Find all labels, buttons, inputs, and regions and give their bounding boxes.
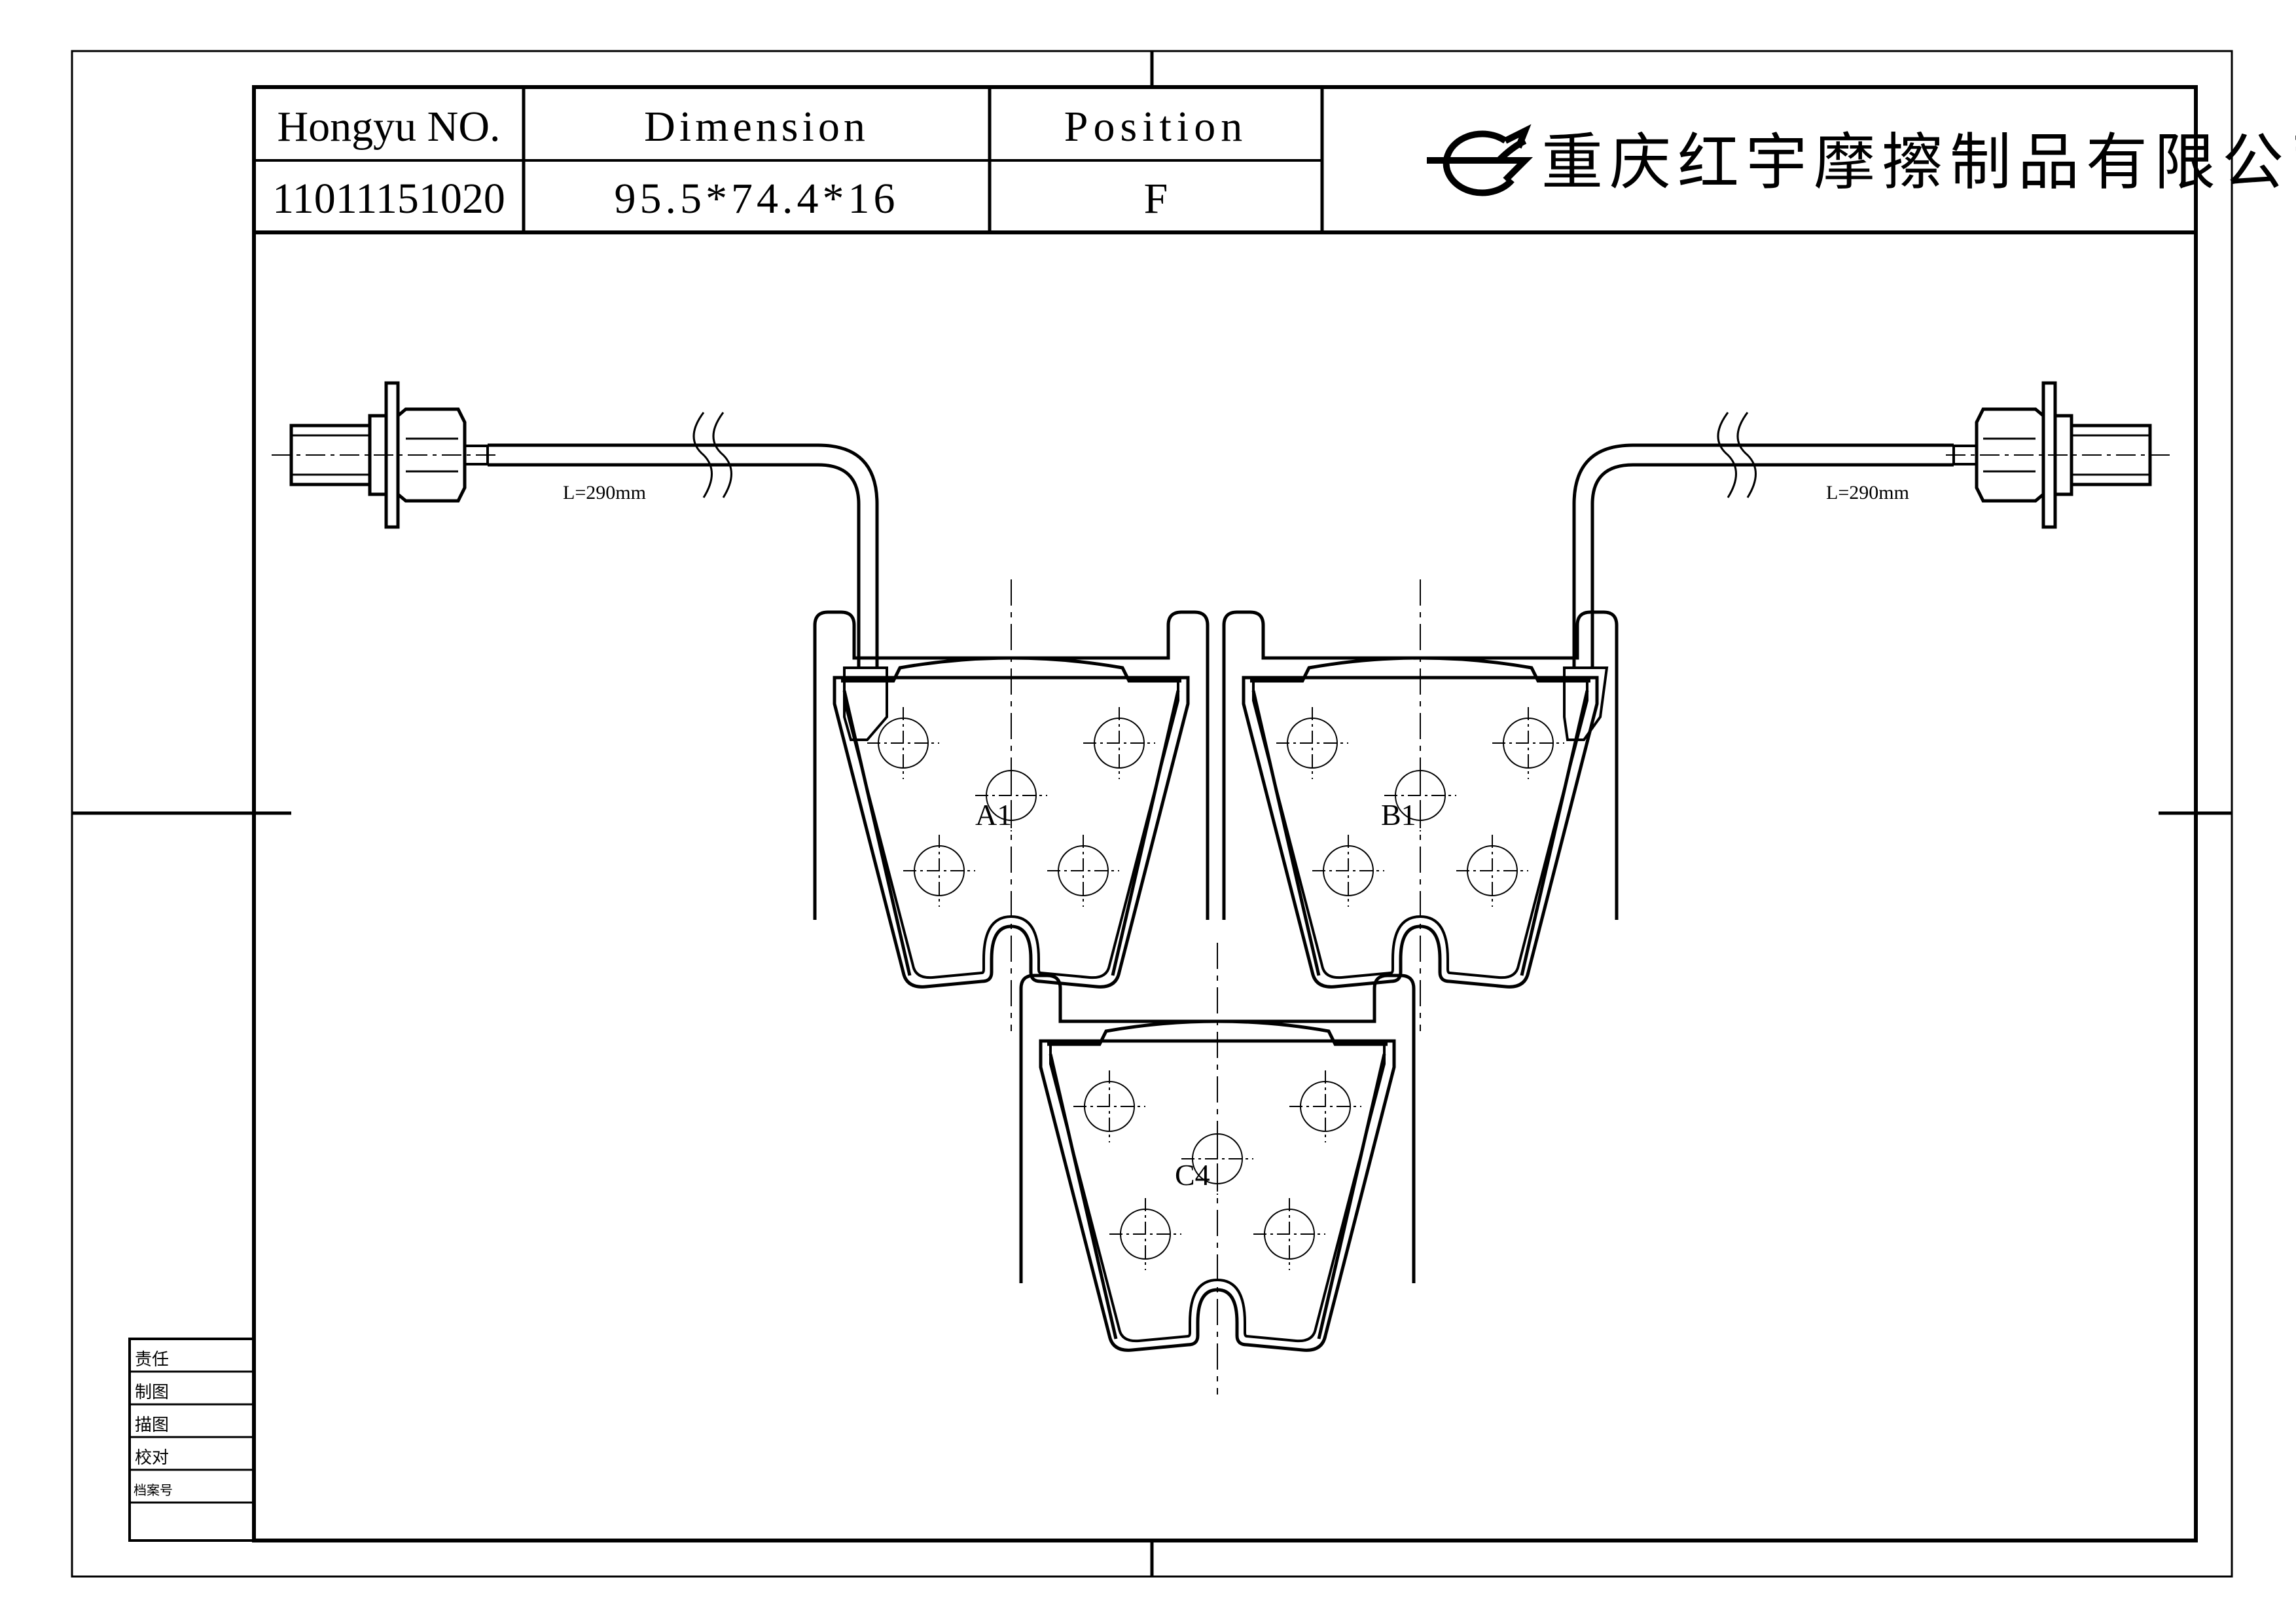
side-row-traced: 描图 — [135, 1415, 169, 1435]
pad-b1: B1 — [1224, 579, 1617, 1031]
center-marks — [72, 51, 2232, 1577]
side-row-drawn: 制图 — [135, 1383, 169, 1402]
dimension-value: 95.5*74.4*16 — [615, 175, 899, 223]
pad-a1: A1 — [815, 579, 1208, 1031]
title-block: Hongyu NO. Dimension Position 1101115102… — [254, 87, 2296, 234]
position-header: Position — [1064, 103, 1247, 151]
dimension-header: Dimension — [644, 103, 869, 151]
left-wire-length: L=290mm — [563, 482, 646, 503]
left-wear-sensor: L=290mm — [272, 383, 888, 741]
company-name: 重庆红宇摩擦制品有限公司 — [1541, 129, 2296, 197]
part-no-value: 11011151020 — [272, 175, 505, 223]
pad-label-a1: A1 — [975, 798, 1012, 831]
pad-label-c4: C4 — [1175, 1158, 1210, 1192]
right-wear-sensor: L=290mm — [1563, 383, 2170, 741]
company-logo-icon — [1427, 124, 1534, 196]
right-wire-length: L=290mm — [1826, 482, 1909, 503]
pad-c4: C4 — [1021, 943, 1414, 1395]
pad-label-b1: B1 — [1381, 798, 1416, 831]
side-row-archive: 档案号 — [134, 1482, 173, 1498]
side-row-checked: 校对 — [135, 1448, 169, 1468]
position-value: F — [1144, 175, 1168, 223]
side-row-responsible: 责任 — [135, 1350, 169, 1370]
part-no-header: Hongyu NO. — [278, 103, 501, 151]
side-record-block: 责任 制图 描图 校对 档案号 — [128, 1338, 255, 1542]
